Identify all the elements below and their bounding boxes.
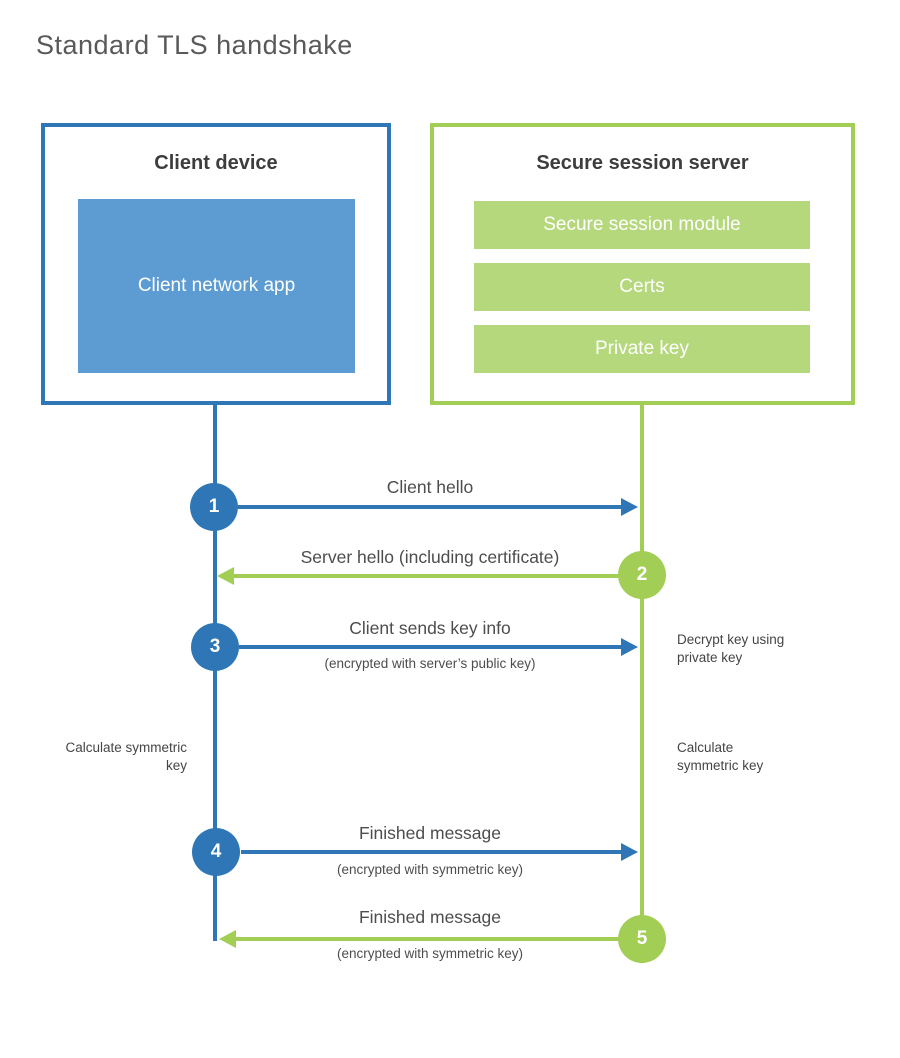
client-network-app-label: Client network app — [137, 275, 296, 296]
arrow-right-icon — [621, 498, 638, 516]
note-calculate-symmetric-right: Calculate symmetric key — [677, 740, 764, 773]
step-circle-5: 5 — [618, 915, 666, 963]
page-title: Standard TLS handshake — [36, 30, 353, 60]
server-module-private-key: Private key — [474, 325, 810, 373]
client-device-title: Client device — [154, 152, 278, 174]
arrow-finished-client — [241, 850, 624, 854]
message-label-finished-server: Finished message — [358, 907, 502, 927]
client-network-app-box: Client network app — [78, 199, 355, 373]
step-circle-3: 3 — [191, 623, 239, 671]
step-circle-4: 4 — [192, 828, 240, 876]
message-label-client-hello: Client hello — [386, 477, 474, 497]
arrow-key-info — [239, 645, 624, 649]
arrow-left-icon — [219, 930, 236, 948]
arrow-client-hello — [238, 505, 624, 509]
secure-session-server-box: Secure session server Secure session mod… — [430, 123, 855, 405]
message-label-key-info: Client sends key info — [349, 618, 511, 638]
message-label-server-hello: Server hello (including certificate) — [300, 547, 560, 567]
arrow-server-hello — [234, 574, 618, 578]
message-label-finished-client: Finished message — [358, 823, 502, 843]
message-sublabel-finished-client: (encrypted with symmetric key) — [336, 862, 524, 877]
arrow-finished-server — [236, 937, 618, 941]
note-decrypt-key: Decrypt key using private key — [677, 632, 785, 665]
message-sublabel-key-info: (encrypted with server’s public key) — [324, 656, 536, 671]
arrow-right-icon — [621, 638, 638, 656]
arrow-left-icon — [217, 567, 234, 585]
message-sublabel-finished-server: (encrypted with symmetric key) — [336, 946, 524, 961]
step-circle-1: 1 — [190, 483, 238, 531]
step-circle-2: 2 — [618, 551, 666, 599]
server-module-certs: Certs — [474, 263, 810, 311]
server-lifeline — [640, 405, 644, 963]
secure-session-server-title: Secure session server — [536, 152, 749, 174]
client-device-box: Client device Client network app — [41, 123, 391, 405]
client-lifeline — [213, 405, 217, 941]
arrow-right-icon — [621, 843, 638, 861]
server-module-secure-session: Secure session module — [474, 201, 810, 249]
note-calculate-symmetric-left: Calculate symmetric key — [65, 740, 187, 773]
